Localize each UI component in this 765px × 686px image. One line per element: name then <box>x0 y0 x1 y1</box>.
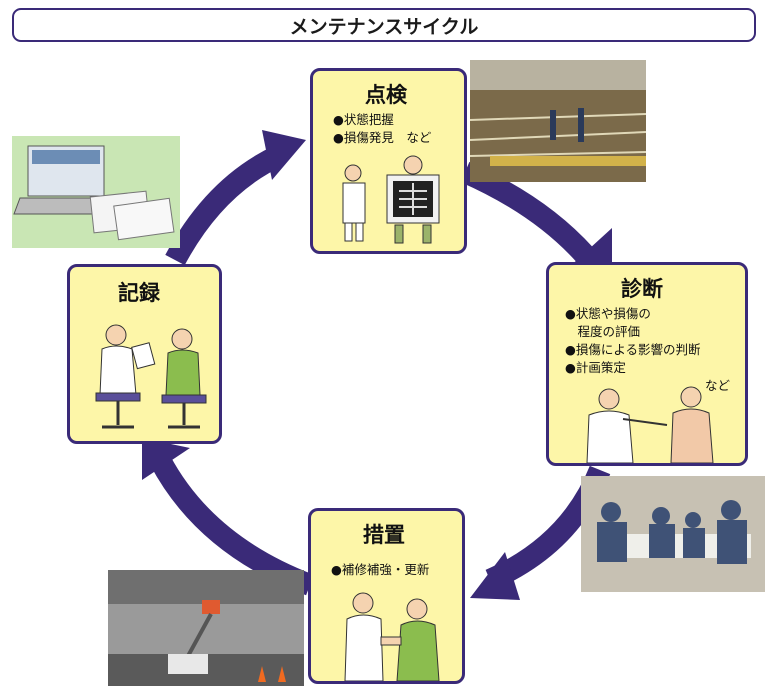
card-diagnosis: 診断 ●状態や損傷の 程度の評価 ●損傷による影響の判断 ●計画策定 など <box>546 262 748 466</box>
arrowhead-record <box>142 438 190 480</box>
inspection-illustration <box>342 155 440 244</box>
measures-illustration <box>344 592 440 681</box>
card-diagnosis-title: 診断 <box>621 277 663 301</box>
measures-bullet-1: ●補修補強・更新 <box>331 562 430 577</box>
diagnosis-suffix: など <box>705 378 731 393</box>
card-measures: 措置 ●補修補強・更新 <box>308 508 465 684</box>
card-inspection: 点検 ●状態把握 ●損傷発見 など <box>310 68 467 254</box>
arrow-record-to-inspection <box>165 145 285 266</box>
diagnosis-bullet-4: ●計画策定 <box>565 360 626 375</box>
record-illustration <box>95 324 207 429</box>
arrow-measures-to-record <box>150 454 314 596</box>
diagram-title: メンテナンスサイクル <box>12 8 756 42</box>
photo-diagnosis-meeting <box>581 476 765 592</box>
photo-measures-repair <box>108 570 304 686</box>
card-record-title: 記録 <box>118 281 160 305</box>
arrowhead-measures <box>470 552 520 600</box>
arrowhead-inspection <box>262 130 306 180</box>
card-record: 記録 <box>67 264 222 444</box>
photo-records-laptop <box>12 136 180 248</box>
arrow-inspection-to-diagnosis <box>460 161 594 263</box>
inspection-bullet-2: ●損傷発見 など <box>333 130 432 145</box>
diagnosis-bullet-3: ●損傷による影響の判断 <box>565 342 701 357</box>
diagnosis-bullet-1: ●状態や損傷の <box>565 306 651 321</box>
card-measures-title: 措置 <box>363 523 405 547</box>
title-text: メンテナンスサイクル <box>289 15 479 38</box>
diagnosis-bullet-2: 程度の評価 <box>565 324 641 339</box>
card-inspection-title: 点検 <box>365 83 407 107</box>
diagnosis-illustration <box>586 386 714 463</box>
photo-inspection-under-bridge <box>470 60 646 182</box>
inspection-bullet-1: ●状態把握 <box>333 112 394 127</box>
